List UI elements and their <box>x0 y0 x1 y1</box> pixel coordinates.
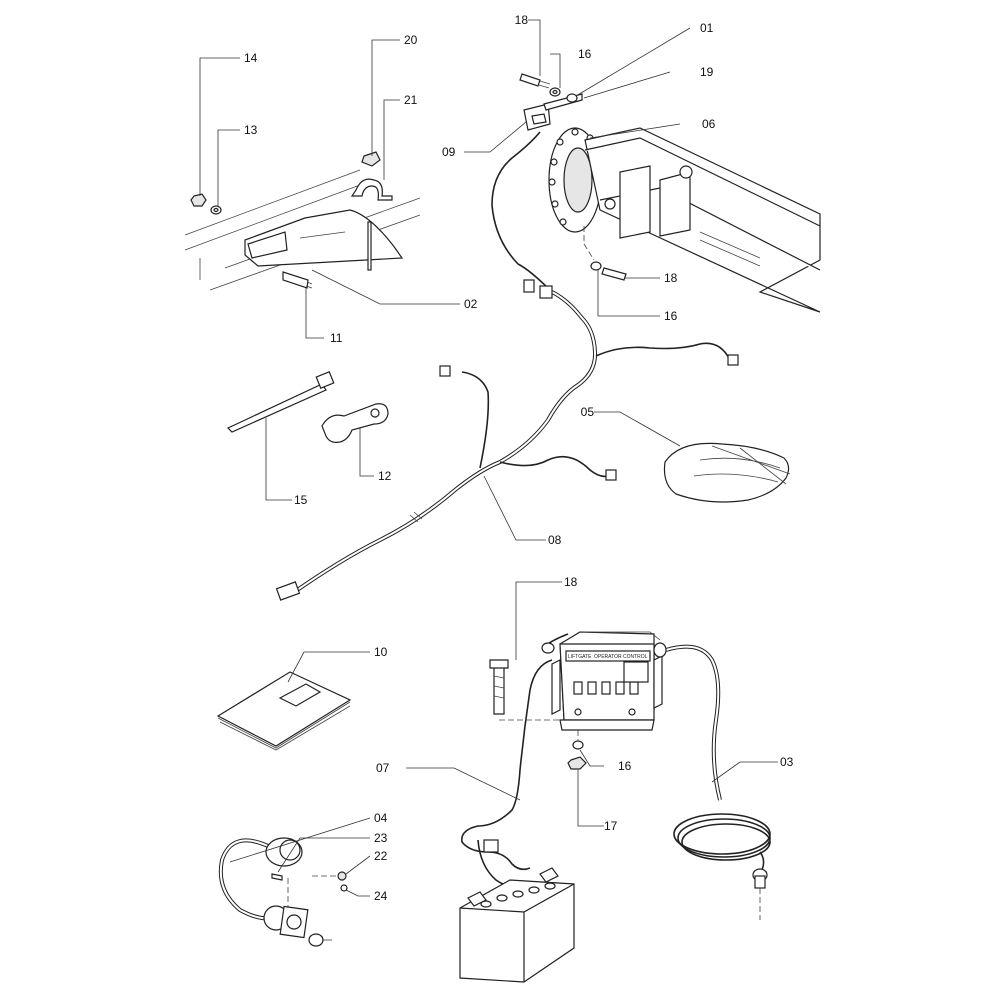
dash-controller-mount <box>499 719 579 740</box>
controller-box: LIFTGATE OPERATOR CONTROL <box>551 631 663 731</box>
callout-15: 15 <box>294 493 308 507</box>
callout-labels: 18 16 01 19 06 09 18 16 14 13 20 21 02 1… <box>244 13 794 903</box>
dash-axle-bolt <box>583 226 595 261</box>
controller-panel-title: OPERATOR CONTROL <box>594 654 648 660</box>
battery-caps <box>480 882 556 908</box>
part-04-socket-cable <box>218 837 309 939</box>
part-02-bracket <box>244 209 404 271</box>
part-07-battery-cable <box>461 633 569 887</box>
part-11-bolt <box>282 271 313 289</box>
part-16-washer-bottom <box>572 740 584 750</box>
harness-connectors <box>275 279 739 601</box>
callout-07: 07 <box>376 761 390 775</box>
callout-23: 23 <box>374 831 388 845</box>
callout-17: 17 <box>604 819 618 833</box>
part-18-bolt-top <box>519 73 551 89</box>
part-10-manual <box>216 671 352 751</box>
part-20-nut <box>361 151 381 167</box>
callout-13: 13 <box>244 123 258 137</box>
part-17-nut <box>567 756 587 770</box>
callout-16-bottom: 16 <box>618 759 632 773</box>
callout-22: 22 <box>374 849 388 863</box>
callout-24: 24 <box>374 889 388 903</box>
dash-socket <box>287 875 338 908</box>
part-15-cable-tie <box>226 371 335 433</box>
callout-09: 09 <box>442 145 456 159</box>
controller-switches <box>573 681 639 695</box>
callout-05: 05 <box>581 405 595 419</box>
part-14-nut <box>190 193 207 207</box>
part-22-nut <box>337 871 347 881</box>
callout-11: 11 <box>330 331 343 345</box>
part-13-washer <box>210 205 222 215</box>
callout-18-bottom: 18 <box>564 575 578 589</box>
part-03-coiled-cable <box>653 642 771 889</box>
part-16-washer-mid <box>590 261 602 271</box>
part-23-screw <box>271 873 283 881</box>
leader-lines <box>199 19 778 897</box>
callout-08: 08 <box>548 533 562 547</box>
controller-brand: LIFTGATE <box>568 654 592 660</box>
part-21-clamp <box>350 178 393 201</box>
callout-16-mid: 16 <box>664 309 678 323</box>
part-18-bolt-bottom <box>489 659 509 715</box>
callout-20: 20 <box>404 33 418 47</box>
callout-12: 12 <box>378 469 392 483</box>
callout-16-top: 16 <box>578 47 592 61</box>
part-04-cap <box>308 933 332 947</box>
callout-06: 06 <box>702 117 716 131</box>
part-06-axle <box>548 127 821 313</box>
callout-21: 21 <box>404 93 418 107</box>
part-12-clip <box>321 403 389 443</box>
callout-14: 14 <box>244 51 258 65</box>
part-16-washer-top <box>549 87 561 97</box>
part-09-bracket <box>523 103 551 131</box>
part-08-harness <box>288 263 731 597</box>
callout-04: 04 <box>374 811 388 825</box>
part-01-washer <box>566 93 578 103</box>
battery <box>459 867 575 983</box>
callout-18-mid: 18 <box>664 271 678 285</box>
callout-03: 03 <box>780 755 794 769</box>
callout-19: 19 <box>700 65 714 79</box>
callout-02: 02 <box>464 297 478 311</box>
part-24-washer <box>340 884 348 892</box>
callout-01: 01 <box>700 21 714 35</box>
part-05-gloves <box>663 442 791 503</box>
callout-10: 10 <box>374 645 388 659</box>
cable-to-part-09 <box>491 131 541 265</box>
part-18-bolt-mid <box>601 267 627 281</box>
callout-18-top: 18 <box>515 13 529 27</box>
